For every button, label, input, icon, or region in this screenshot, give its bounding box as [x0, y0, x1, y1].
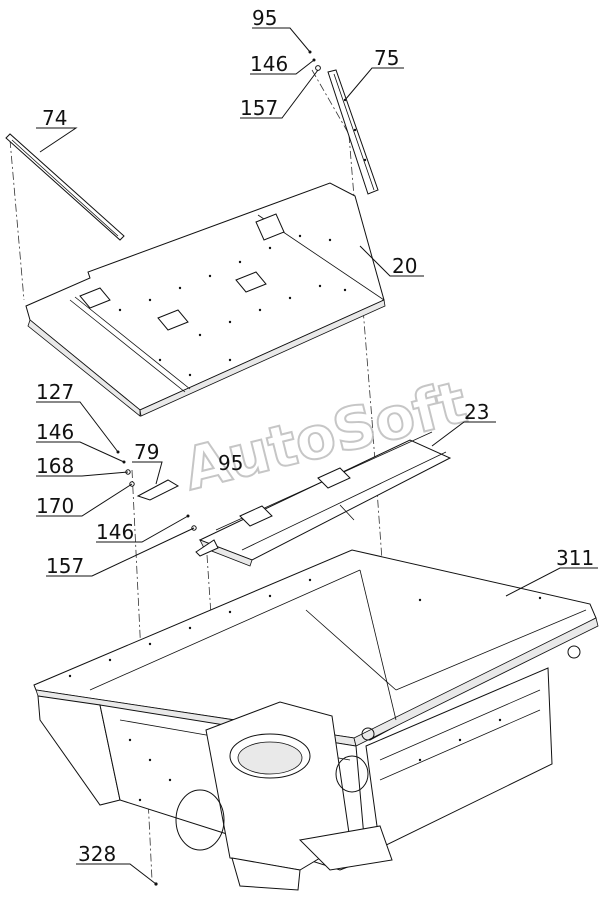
cover-plate-holes: [118, 234, 347, 377]
fasteners-low: [186, 514, 197, 531]
label-146-low: 146: [96, 520, 134, 544]
label-95-top: 95: [252, 6, 277, 30]
label-20: 20: [392, 254, 417, 278]
label-146-mid: 146: [36, 420, 74, 444]
part-23-deflector: [195, 431, 452, 567]
part-328-main-frame: [33, 549, 599, 891]
label-328: 328: [78, 842, 116, 866]
label-170: 170: [36, 494, 74, 518]
label-157-low: 157: [46, 554, 84, 578]
part-labels: 95 146 157 75 74 20 127 146 168 170 79 9…: [36, 6, 594, 866]
label-74: 74: [42, 106, 67, 130]
label-168: 168: [36, 454, 74, 478]
label-127: 127: [36, 380, 74, 404]
fasteners-top: [308, 50, 321, 71]
part-74-bar: [5, 133, 125, 241]
label-75: 75: [374, 46, 399, 70]
part-75-strip: [327, 69, 379, 195]
leader-lines: [36, 27, 598, 885]
label-79: 79: [134, 440, 159, 464]
label-311: 311: [556, 546, 594, 570]
fasteners-left: [116, 450, 135, 487]
label-146-top: 146: [250, 52, 288, 76]
label-95-mid: 95: [218, 451, 243, 475]
part-20-cover-plate: [25, 182, 386, 417]
label-157-top: 157: [240, 96, 278, 120]
label-23: 23: [464, 400, 489, 424]
part-79-plate: [136, 479, 180, 501]
